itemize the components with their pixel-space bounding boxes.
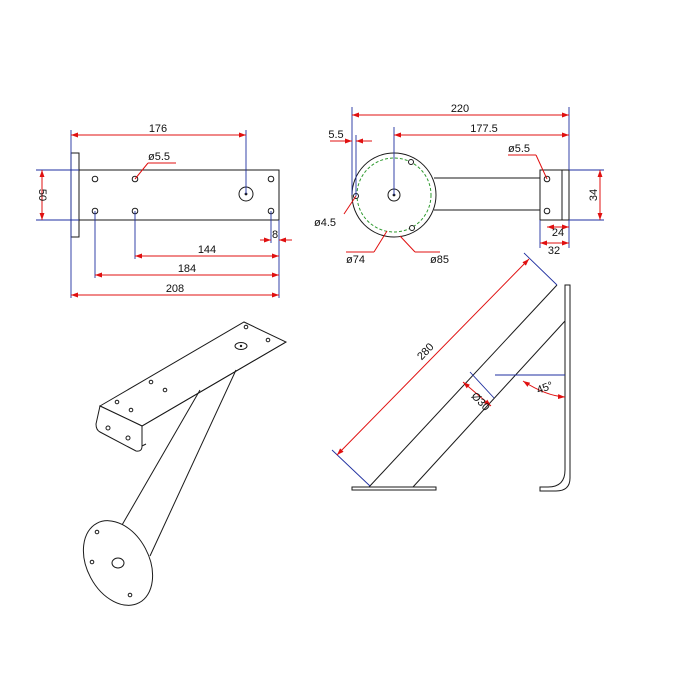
- front-view: 280 Ø30 45°: [331, 252, 571, 492]
- plate-hole: [91, 175, 99, 183]
- leader-4.5: [343, 195, 357, 215]
- iso-plate-hole: [128, 407, 134, 413]
- label-8: 8: [272, 229, 278, 241]
- top-view: 176 ø5.5 144 184 208 8 50: [36, 123, 292, 298]
- label-34: 34: [588, 189, 600, 201]
- bracket-body: [539, 169, 563, 221]
- bracket-hole: [543, 207, 551, 215]
- front-tube-edge: [368, 284, 558, 488]
- leader-85: [399, 235, 416, 253]
- extension-line: [331, 449, 371, 487]
- iso-plate-hole: [162, 387, 168, 393]
- iso-large-hole-dot: [239, 344, 243, 348]
- front-base: [351, 486, 437, 491]
- label-74: ø74: [346, 254, 365, 266]
- iso-plate-edge: [141, 341, 287, 427]
- iso-plate-hole: [243, 324, 249, 330]
- label-184: 184: [178, 263, 196, 275]
- iso-lip-hole: [105, 425, 111, 431]
- label-85: ø85: [430, 254, 449, 266]
- label-45: 45°: [535, 380, 555, 397]
- iso-tube-edge: [149, 369, 237, 557]
- plate-lip: [70, 152, 80, 238]
- iso-plate-hole: [114, 399, 120, 405]
- label-176: 176: [149, 123, 167, 135]
- iso-flange-hole: [89, 559, 95, 565]
- iso-tube-edge: [117, 389, 201, 533]
- iso-plate-hole: [148, 379, 154, 385]
- label-24: 24: [552, 227, 564, 239]
- iso-plate-hole: [265, 337, 271, 343]
- label-50: 50: [36, 189, 48, 201]
- label-5.5-right: ø5.5: [508, 143, 530, 155]
- side-view: 220 177.5 5.5 ø4.5 ø74 ø85 ø5.5 24 32 34: [314, 103, 604, 266]
- label-32: 32: [548, 245, 560, 257]
- bracket-lip: [561, 169, 570, 221]
- iso-flange-hole: [127, 592, 133, 598]
- iso-plate-edge: [141, 443, 147, 447]
- extension-line: [523, 252, 558, 286]
- label-280: 280: [415, 341, 436, 363]
- flange-hole: [409, 225, 415, 231]
- iso-plate-lip: [95, 405, 143, 452]
- dim-arc-45: [522, 380, 566, 400]
- leader-5.5-right: [535, 154, 548, 180]
- label-220: 220: [451, 103, 469, 115]
- dim-line-30: [462, 381, 492, 407]
- iso-lip-hole: [125, 435, 131, 441]
- iso-flange-center: [111, 557, 125, 569]
- label-177.5: 177.5: [470, 123, 498, 135]
- label-4.5: ø4.5: [314, 217, 336, 229]
- front-bracket: [539, 284, 571, 492]
- iso-flange-hole: [94, 529, 100, 535]
- plate-hole: [267, 175, 275, 183]
- label-5.5-side: 5.5: [328, 129, 343, 141]
- label-5.5-top: ø5.5: [148, 151, 170, 163]
- label-208: 208: [166, 283, 184, 295]
- label-30: Ø30: [469, 390, 492, 413]
- dim-line-280: [336, 258, 530, 456]
- leader-5.5: [134, 162, 149, 180]
- label-144: 144: [198, 244, 216, 256]
- leader-74: [373, 230, 388, 253]
- flange-hole: [408, 159, 414, 165]
- iso-plate: [98, 321, 288, 427]
- isometric-view: [82, 321, 288, 606]
